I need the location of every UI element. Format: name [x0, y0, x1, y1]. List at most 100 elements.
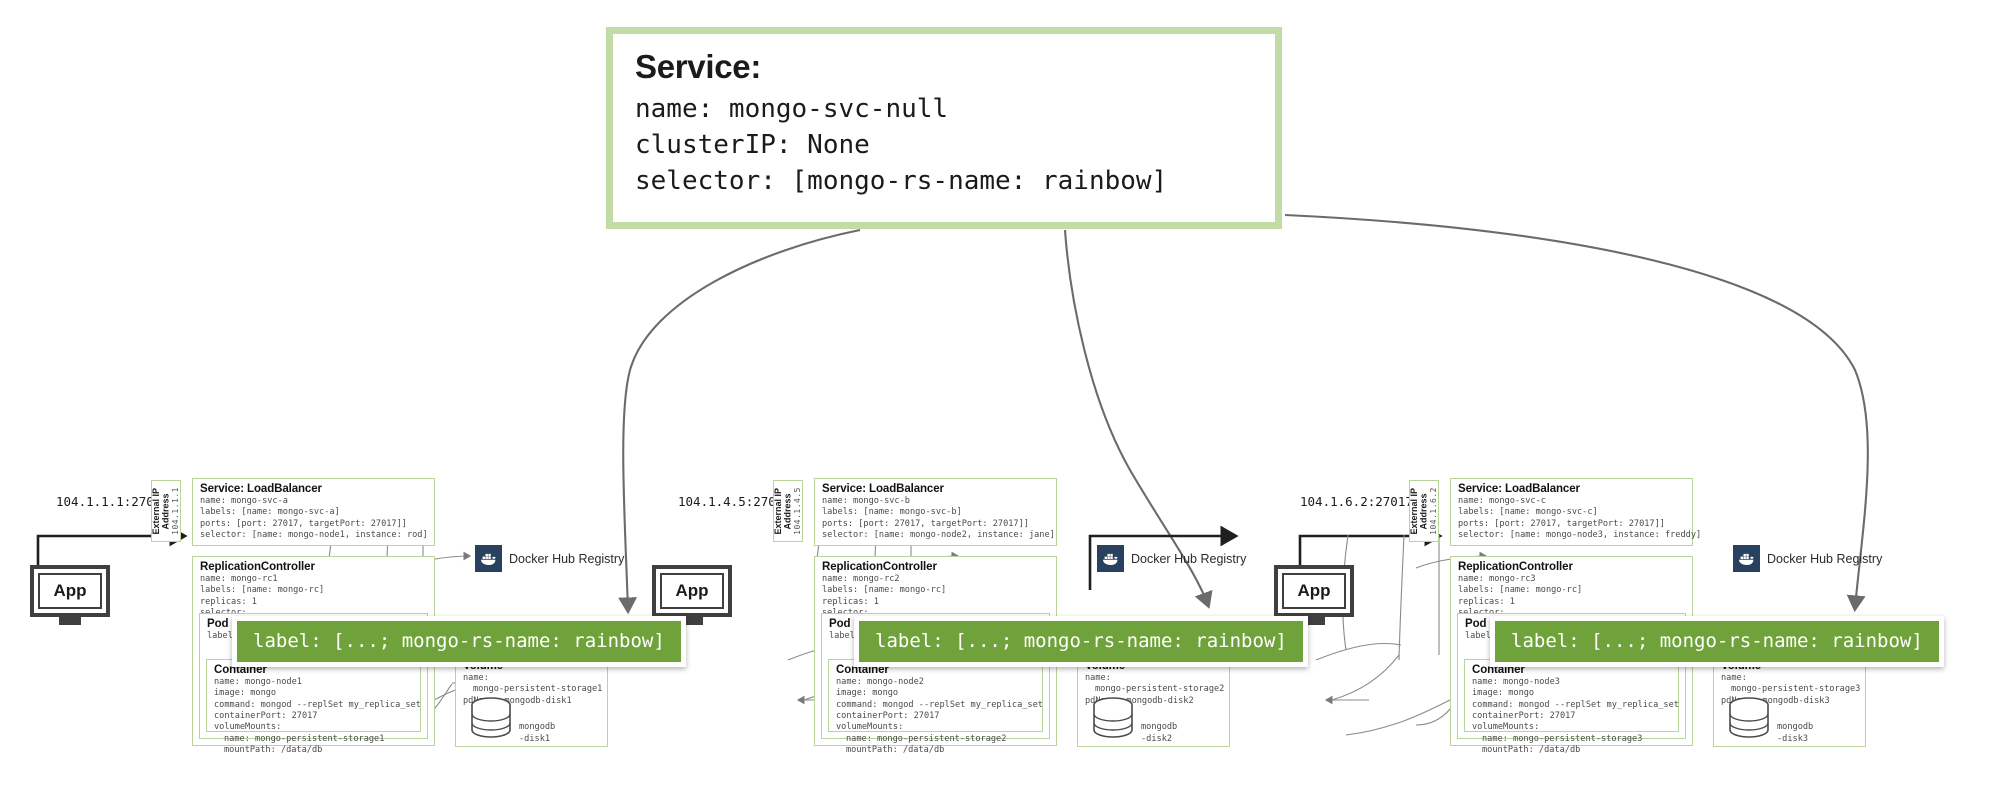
disk-label-line2-b: -disk2: [1141, 734, 1173, 744]
app-label-a: App: [53, 581, 87, 600]
docker-icon-a: [475, 545, 502, 572]
volume-box-b: Volume name: mongo-persistent-storage2 p…: [1077, 655, 1230, 747]
rainbow-label-banner-a: label: [...; mongo-rs-name: rainbow]: [232, 616, 686, 667]
container-line-name-b: name: mongo-node2: [836, 677, 924, 687]
service-box-title-b: Service: LoadBalancer: [822, 483, 944, 495]
service-box-title-a: Service: LoadBalancer: [200, 483, 322, 495]
rc-box-title-a: ReplicationController: [200, 561, 315, 573]
service-line-ports-c: ports: [port: 27017, targetPort: 27017]]: [1458, 518, 1665, 529]
container-line-vm-name-b: name: mongo-persistent-storage2: [846, 733, 1007, 744]
disk-cylinder-icon-c: [1729, 697, 1769, 738]
rc-line-name-a: name: mongo-rc1: [200, 574, 278, 584]
service-line-name-c: name: mongo-svc-c: [1458, 496, 1546, 506]
rc-line-replicas-b: replicas: 1: [822, 596, 879, 607]
rainbow-label-banner-c: label: [...; mongo-rs-name: rainbow]: [1490, 616, 1944, 667]
docker-hub-registry-b: Docker Hub Registry: [1097, 545, 1246, 572]
container-line-volumemounts-a: volumeMounts:: [214, 722, 282, 733]
container-line-name-a: name: mongo-node1: [214, 677, 302, 687]
container-line-image-b: image: mongo: [836, 688, 899, 699]
app-monitor-b: App: [652, 565, 732, 617]
app-monitor-stand-c: [1303, 617, 1325, 625]
container-line-name-c: name: mongo-node3: [1472, 677, 1560, 687]
docker-hub-registry-c: Docker Hub Registry: [1733, 545, 1882, 572]
service-line-selector-b: selector: [name: mongo-node2, instance: …: [822, 530, 1055, 541]
service-line-labels-a: labels: [name: mongo-svc-a]: [200, 507, 340, 518]
service-line-name-b: name: mongo-svc-b: [822, 496, 910, 506]
service-loadbalancer-box-a: Service: LoadBalancer name: mongo-svc-a …: [192, 478, 435, 547]
disk-label-line1-a: mongodb: [519, 722, 556, 732]
app-monitor-a: App: [30, 565, 110, 617]
docker-icon-b: [1097, 545, 1124, 572]
container-line-port-c: containerPort: 27017: [1472, 711, 1576, 722]
pod-box-title-a: Pod: [207, 618, 229, 630]
docker-icon-c: [1733, 545, 1760, 572]
volume-line-storage-a: mongo-persistent-storage1: [473, 684, 603, 695]
container-box-c: Container name: mongo-node3 image: mongo…: [1464, 659, 1679, 755]
external-ip-port-label-a: 104.1.1.1:27017: [56, 494, 169, 509]
rc-line-name-b: name: mongo-rc2: [822, 574, 900, 584]
container-box-title-b: Container: [836, 664, 889, 676]
app-monitor-c: App: [1274, 565, 1354, 617]
container-box-title-c: Container: [1472, 664, 1525, 676]
volume-line-storage-b: mongo-persistent-storage2: [1095, 684, 1225, 695]
disk-label-line1-b: mongodb: [1141, 722, 1178, 732]
docker-registry-label-c: Docker Hub Registry: [1767, 551, 1883, 566]
rc-line-labels-a: labels: [name: mongo-rc]: [200, 585, 325, 596]
service-box-title-c: Service: LoadBalancer: [1458, 483, 1580, 495]
volume-box-c: Volume name: mongo-persistent-storage3 p…: [1713, 655, 1866, 747]
header-line-selector: selector: [mongo-rs-name: rainbow]: [635, 165, 1168, 196]
page-title: Service:: [635, 48, 762, 85]
service-loadbalancer-box-c: Service: LoadBalancer name: mongo-svc-c …: [1450, 478, 1702, 547]
service-line-labels-c: labels: [name: mongo-svc-c]: [1458, 507, 1598, 518]
volume-line-name-b: name:: [1085, 673, 1111, 683]
container-line-image-a: image: mongo: [214, 688, 277, 699]
docker-registry-label-b: Docker Hub Registry: [1131, 551, 1247, 566]
service-line-name-a: name: mongo-svc-a: [200, 496, 288, 506]
header-line-clusterip: clusterIP: None: [635, 129, 870, 160]
app-label-b: App: [675, 581, 709, 600]
volume-line-storage-c: mongo-persistent-storage3: [1731, 684, 1861, 695]
docker-registry-label-a: Docker Hub Registry: [509, 551, 625, 566]
app-monitor-screen-a: App: [38, 573, 102, 609]
disk-cylinder-icon-a: [471, 697, 511, 738]
app-label-c: App: [1297, 581, 1331, 600]
external-ip-value-c: 104.1.6.2: [1429, 487, 1439, 535]
container-line-volumemounts-b: volumeMounts:: [836, 722, 904, 733]
pod-line-labels-a: labels:: [207, 631, 244, 641]
container-box-b: Container name: mongo-node2 image: mongo…: [828, 659, 1043, 755]
container-line-vm-name-c: name: mongo-persistent-storage3: [1482, 733, 1643, 744]
rainbow-label-banner-b: label: [...; mongo-rs-name: rainbow]: [854, 616, 1308, 667]
header-line-name: name: mongo-svc-null: [635, 94, 949, 124]
rc-line-name-c: name: mongo-rc3: [1458, 574, 1536, 584]
container-box-a: Container name: mongo-node1 image: mongo…: [206, 659, 421, 755]
pod-line-labels-c: labels:: [1465, 631, 1502, 641]
volume-box-a: Volume name: mongo-persistent-storage1 p…: [455, 655, 608, 747]
disk-label-line2-c: -disk3: [1777, 734, 1809, 744]
external-ip-port-label-b: 104.1.4.5:27017: [678, 494, 791, 509]
service-line-selector-c: selector: [name: mongo-node3, instance: …: [1458, 530, 1702, 541]
external-ip-port-label-c: 104.1.6.2:27017: [1300, 494, 1413, 509]
rc-line-replicas-a: replicas: 1: [200, 596, 257, 607]
container-line-vm-mountpath-c: mountPath: /data/db: [1482, 745, 1581, 756]
container-line-vm-name-a: name: mongo-persistent-storage1: [224, 733, 385, 744]
app-monitor-stand-a: [59, 617, 81, 625]
container-line-vm-mountpath-b: mountPath: /data/db: [846, 745, 945, 756]
container-line-port-b: containerPort: 27017: [836, 711, 940, 722]
volume-line-name-a: name:: [463, 673, 489, 683]
disk-label-line2-a: -disk1: [519, 734, 551, 744]
service-line-selector-a: selector: [name: mongo-node1, instance: …: [200, 530, 428, 541]
service-loadbalancer-box-b: Service: LoadBalancer name: mongo-svc-b …: [814, 478, 1057, 547]
pod-line-labels-b: labels:: [829, 631, 866, 641]
container-line-command-c: command: mongod --replSet my_replica_set: [1472, 699, 1679, 710]
app-monitor-screen-c: App: [1282, 573, 1346, 609]
container-line-port-a: containerPort: 27017: [214, 711, 318, 722]
